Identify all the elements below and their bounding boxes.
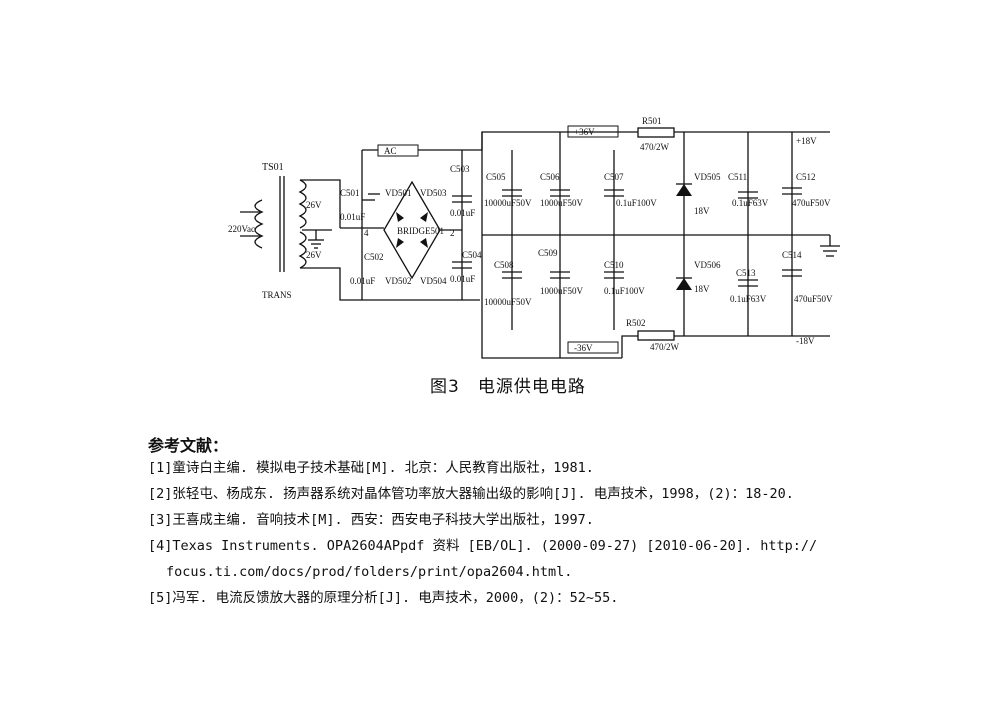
pin-4-label: 4	[364, 228, 369, 238]
c514-value: 470uF50V	[794, 294, 833, 304]
ground-icon	[820, 235, 840, 257]
vd501-label: VD501	[385, 188, 412, 198]
reference-item: [2]张轻屯、杨成东. 扬声器系统对晶体管功率放大器输出级的影响[J]. 电声技…	[148, 486, 794, 502]
trans-label: TRANS	[262, 290, 292, 300]
capacitor-c514	[782, 269, 802, 277]
c507-label: C507	[604, 172, 624, 182]
minus18-label: -18V	[796, 336, 815, 346]
c512-label: C512	[796, 172, 816, 182]
minus36-label: -36V	[574, 343, 593, 353]
reference-item: [3]王喜成主编. 音响技术[M]. 西安：西安电子科技大学出版社，1997.	[148, 512, 594, 528]
zener-vd506	[676, 277, 692, 290]
c513-value: 0.1uF63V	[730, 294, 767, 304]
c509-value: 1000uF50V	[540, 286, 584, 296]
c511-label: C511	[728, 172, 747, 182]
minus36-tag	[567, 341, 619, 354]
capacitor-c505	[502, 189, 522, 197]
vd504-label: VD504	[420, 276, 447, 286]
secondary-voltage-upper: 26V	[306, 200, 322, 210]
capacitor-c503	[452, 195, 472, 203]
c505-value: 10000uF50V	[484, 198, 532, 208]
bridge-rectifier	[383, 180, 441, 280]
c504-value: 0.01uF	[450, 274, 475, 284]
pin-2-label: 2	[450, 228, 455, 238]
c506-value: 1000uF50V	[540, 198, 584, 208]
secondary-voltage-lower: 26V	[306, 250, 322, 260]
c513-label: C513	[736, 268, 756, 278]
ac-node-label: AC	[384, 146, 397, 156]
c508-value: 10000uF50V	[484, 297, 532, 307]
plus36-tag	[567, 125, 619, 138]
c512-value: 470uF50V	[792, 198, 831, 208]
c501-value: 0.01uF	[340, 212, 365, 222]
c514-label: C514	[782, 250, 802, 260]
c510-label: C510	[604, 260, 624, 270]
capacitor-c501	[362, 193, 380, 201]
vd505-label: VD505	[694, 172, 721, 182]
capacitor-c504	[452, 261, 472, 269]
plus18-label: +18V	[796, 136, 817, 146]
c503-value: 0.01uF	[450, 208, 475, 218]
ts501-label: TS01	[262, 162, 284, 173]
reference-item: [1]童诗白主编. 模拟电子技术基础[M]. 北京：人民教育出版社，1981.	[148, 460, 594, 476]
capacitor-c506	[550, 189, 570, 197]
vd503-label: VD503	[420, 188, 447, 198]
r501-label: R501	[642, 116, 662, 126]
capacitor-c509	[550, 271, 570, 279]
capacitor-c511	[738, 191, 758, 199]
c507-value: 0.1uF100V	[616, 198, 657, 208]
c502-label: C502	[364, 252, 384, 262]
c508-label: C508	[494, 260, 514, 270]
c504-label: C504	[462, 250, 482, 260]
c503-label: C503	[450, 164, 470, 174]
c505-label: C505	[486, 172, 506, 182]
reference-list: [1]童诗白主编. 模拟电子技术基础[M]. 北京：人民教育出版社，1981. …	[148, 460, 938, 616]
r502-label: R502	[626, 318, 646, 328]
c510-value: 0.1uF100V	[604, 286, 645, 296]
vd505-value: 18V	[694, 206, 710, 216]
resistor-r502	[621, 330, 830, 358]
capacitor-c508	[502, 271, 522, 279]
vd506-value: 18V	[694, 284, 710, 294]
vd506-label: VD506	[694, 260, 721, 270]
plus36-label: +36V	[574, 127, 595, 137]
capacitor-c510	[604, 271, 624, 279]
reference-item-continuation: focus.ti.com/docs/prod/folders/print/opa…	[166, 564, 573, 580]
zener-vd505	[676, 183, 692, 196]
r502-value: 470/2W	[650, 342, 680, 352]
capacitor-c513	[738, 279, 758, 287]
mains-voltage-label: 220Vac	[228, 224, 255, 234]
c506-label: C506	[540, 172, 560, 182]
transformer-ts501	[240, 176, 480, 301]
capacitor-c507	[604, 189, 624, 197]
vd502-label: VD502	[385, 276, 412, 286]
reference-item: [4]Texas Instruments. OPA2604APpdf 资料 [E…	[148, 538, 818, 554]
resistor-r501	[622, 127, 830, 138]
c501-label: C501	[340, 188, 360, 198]
references-heading: 参考文献：	[148, 436, 229, 455]
c511-value: 0.1uF63V	[732, 198, 769, 208]
capacitor-c512	[782, 187, 802, 195]
c502-value: 0.01uF	[350, 276, 375, 286]
figure-caption: 图3 电源供电电路	[430, 377, 586, 397]
r501-value: 470/2W	[640, 142, 670, 152]
reference-item: [5]冯军. 电流反馈放大器的原理分析[J]. 电声技术，2000，(2)：52…	[148, 590, 619, 606]
c509-label: C509	[538, 248, 558, 258]
bridge-label: BRIDGE501	[397, 226, 444, 236]
